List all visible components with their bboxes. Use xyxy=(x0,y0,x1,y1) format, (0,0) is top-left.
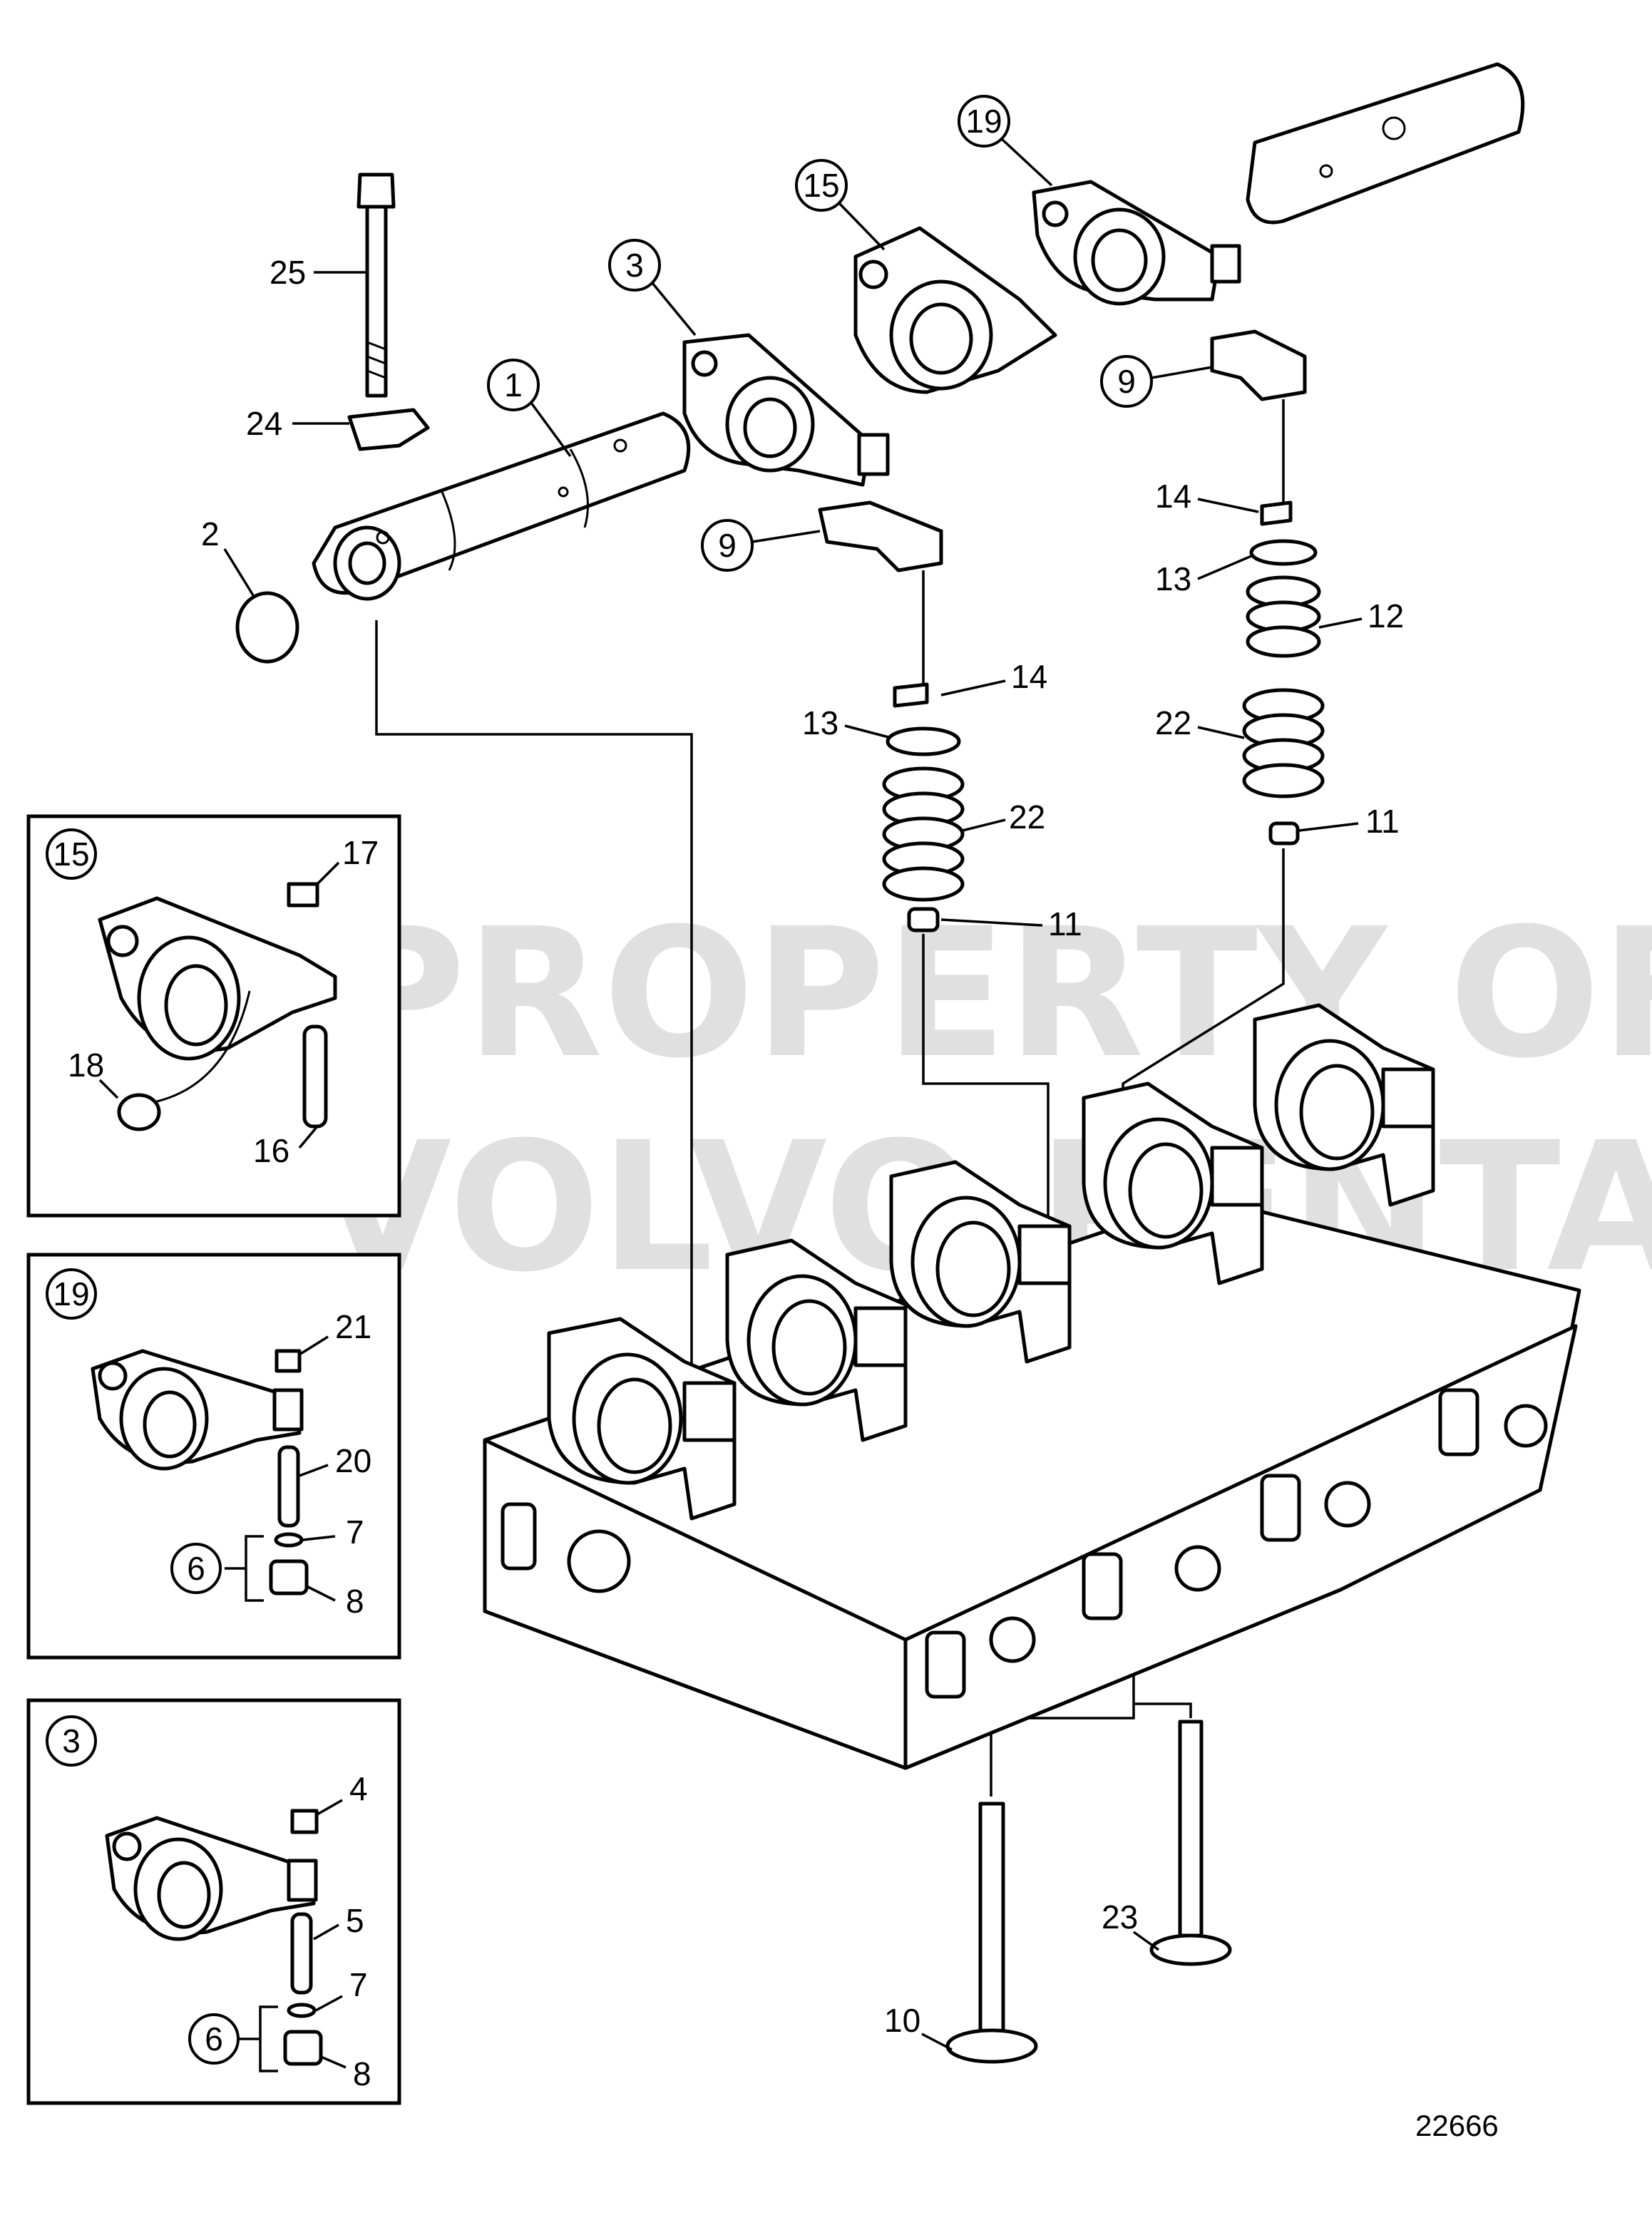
inset-15-label-17: 17 xyxy=(342,834,379,871)
inset-3-label-4: 4 xyxy=(349,1770,368,1807)
diagram-reference-number: 22666 xyxy=(1415,2109,1499,2142)
valve-spring-assembly-left xyxy=(882,682,965,932)
cylinder-head xyxy=(483,1196,1581,1770)
callout-15: 15 xyxy=(803,167,839,204)
callout-25: 25 xyxy=(270,254,306,291)
shaft-plug xyxy=(235,591,299,664)
callout-14-right: 14 xyxy=(1155,478,1191,515)
callout-11-left: 11 xyxy=(1048,905,1082,942)
callout-24: 24 xyxy=(246,405,282,442)
inset-15-label-18: 18 xyxy=(68,1047,104,1084)
callout-10: 10 xyxy=(884,2002,920,2039)
inset-19-label-7: 7 xyxy=(346,1514,364,1551)
callouts: 1 2 25 24 3 15 19 9 9 14 13 xyxy=(201,95,1404,2051)
callout-2: 2 xyxy=(201,515,220,553)
inset-19-label-8: 8 xyxy=(346,1583,364,1620)
inset-3-label-6: 6 xyxy=(205,2020,223,2057)
valve-bridge-left xyxy=(818,500,943,572)
watermark-line1: PROPERTY OF xyxy=(335,890,1652,1097)
callout-9-left: 9 xyxy=(718,527,737,564)
bolt-clip xyxy=(347,408,430,451)
intake-valve xyxy=(945,1802,1038,2064)
callout-9-right: 9 xyxy=(1117,363,1136,400)
inset-15-label-16: 16 xyxy=(253,1132,289,1169)
callout-1: 1 xyxy=(504,366,523,404)
inset-3: 3 4 5 7 6 8 xyxy=(26,1698,401,2105)
inset-15: 15 17 18 16 xyxy=(26,814,401,1218)
exhaust-valve xyxy=(1149,1720,1232,1966)
camshaft-bearing-caps xyxy=(547,1003,1435,1521)
inset-15-title: 15 xyxy=(53,836,89,873)
rocker-arm-3 xyxy=(682,333,890,487)
callout-12: 12 xyxy=(1368,597,1404,634)
inset-3-title: 3 xyxy=(62,1722,81,1759)
callout-22-right: 22 xyxy=(1155,704,1191,741)
inset-19-label-20: 20 xyxy=(335,1442,371,1479)
valve-bridge-right xyxy=(1210,329,1307,401)
rocker-arm-15 xyxy=(853,226,1057,394)
rocker-arm-19 xyxy=(1032,180,1241,306)
shaft-bolt xyxy=(356,173,396,398)
callout-14-left: 14 xyxy=(1011,658,1047,695)
inset-3-label-7: 7 xyxy=(349,1966,368,2003)
inset-19-label-21: 21 xyxy=(335,1308,371,1345)
inset-19-title: 19 xyxy=(53,1275,89,1312)
callout-11-right: 11 xyxy=(1365,803,1400,840)
callout-3: 3 xyxy=(625,247,644,284)
callout-13-left: 13 xyxy=(802,704,838,741)
rocker-shaft xyxy=(312,411,691,601)
callout-13-right: 13 xyxy=(1155,560,1191,597)
inset-19-label-6: 6 xyxy=(187,1550,205,1587)
rocker-shaft-end xyxy=(1246,62,1525,225)
callout-23: 23 xyxy=(1102,1898,1138,1936)
inset-3-label-8: 8 xyxy=(353,2055,371,2092)
inset-3-label-5: 5 xyxy=(346,1902,364,1939)
inset-19: 19 21 20 7 6 8 xyxy=(26,1253,401,1660)
callout-22-left: 22 xyxy=(1009,798,1045,836)
callout-19: 19 xyxy=(965,103,1002,140)
valve-spring-assembly-right xyxy=(1242,500,1325,846)
